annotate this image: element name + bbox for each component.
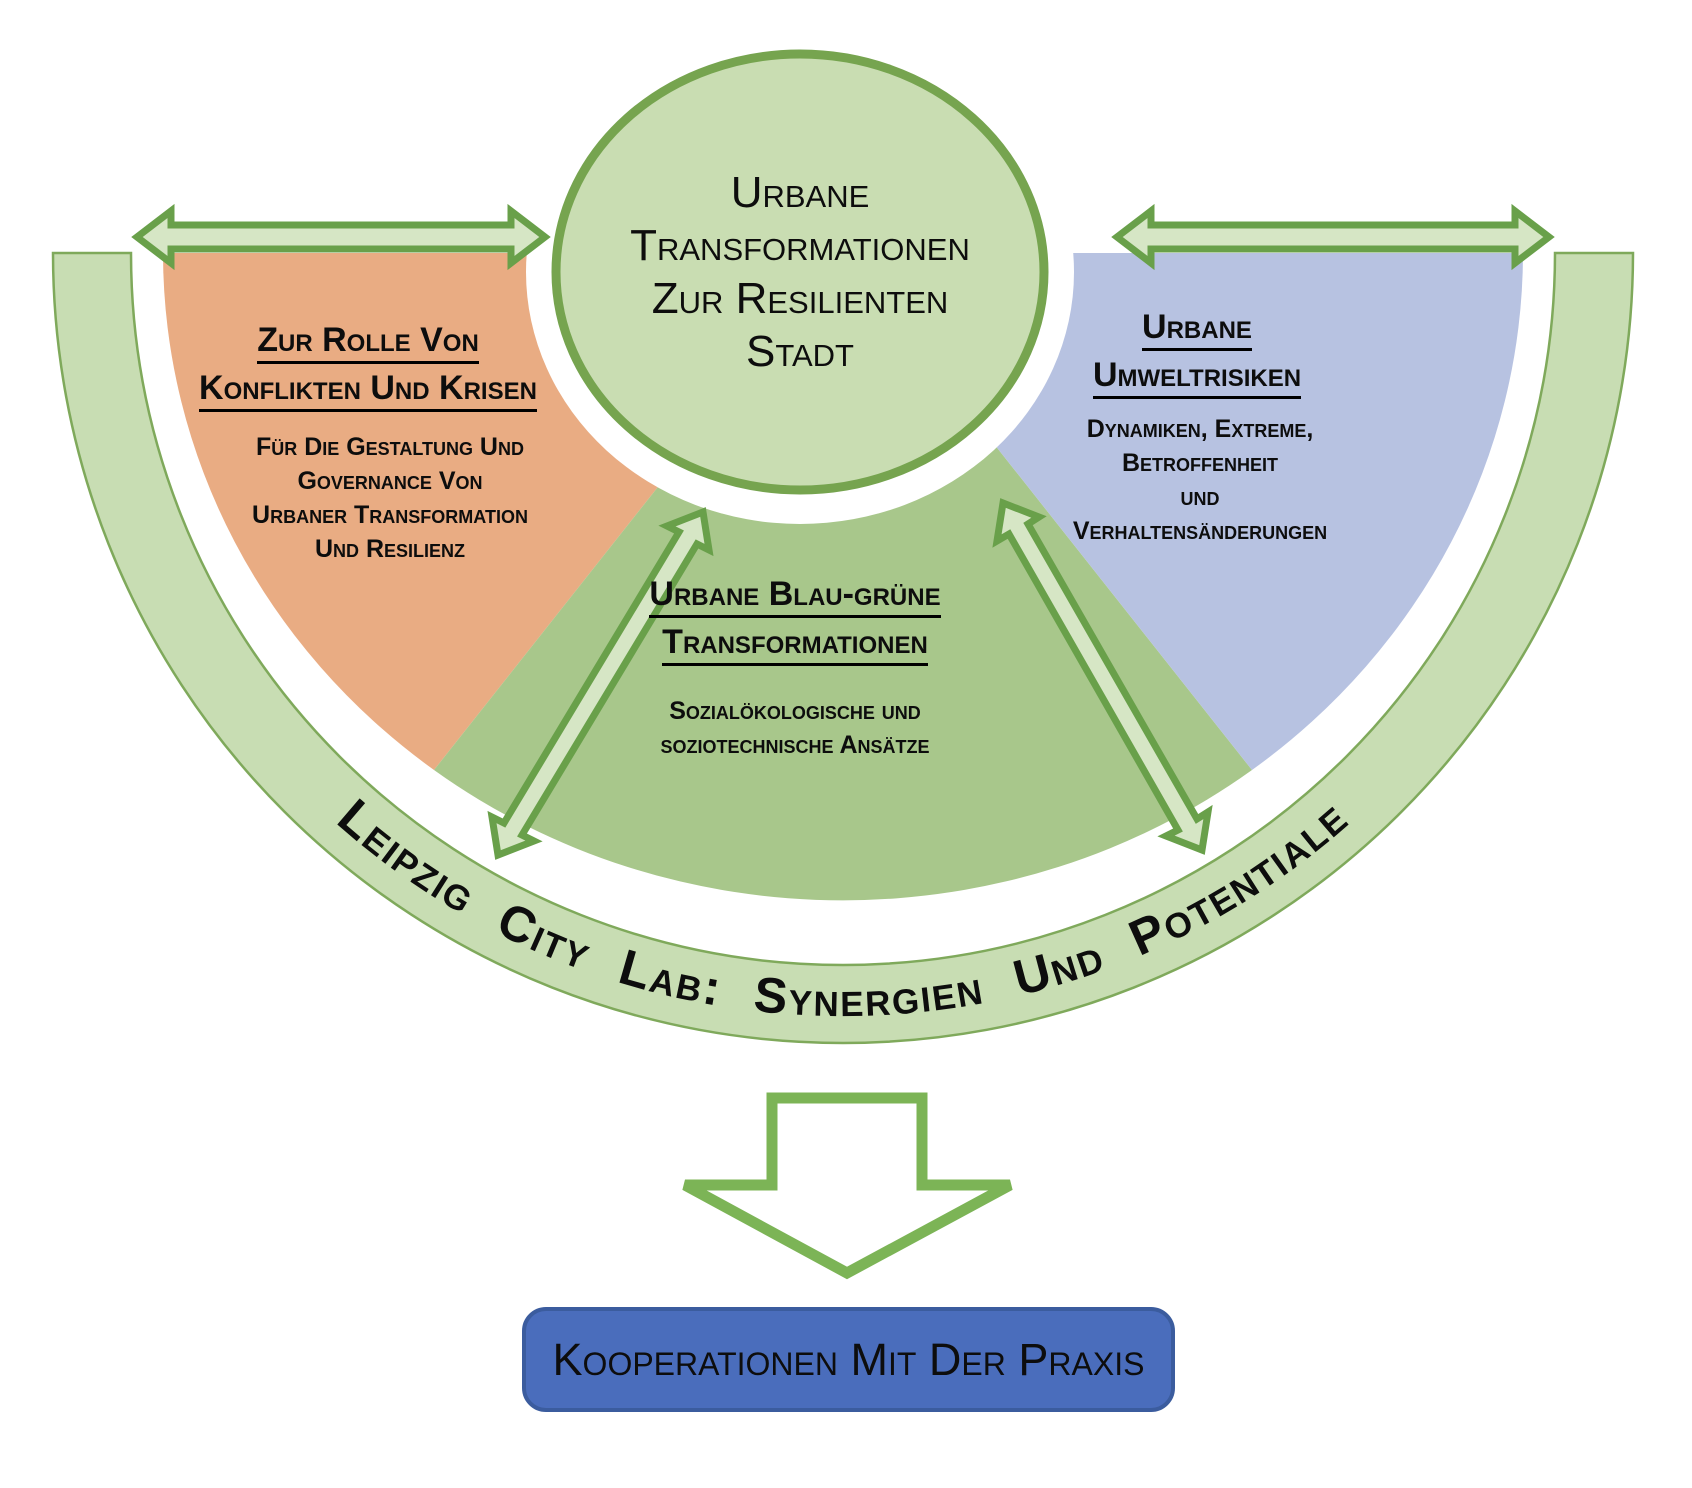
wedge-body-line: Dynamiken, Extreme, [1086,415,1314,443]
wedge-right-heading: Urbane Umweltrisiken [1017,303,1377,399]
wedge-heading-text: Umweltrisiken [1092,356,1302,399]
circle-text-line: Stadt [746,327,854,376]
wedge-left-body: Für Die Gestaltung Und Governance Von Ur… [210,430,570,566]
wedge-heading-line: Konflikten Und Krisen [168,364,568,412]
wedge-left-heading: Zur Rolle Von Konflikten Und Krisen [168,316,568,412]
center-circle-shape [551,49,1049,495]
wedge-heading-text: Transformationen [662,623,928,666]
center-circle-text: Urbane Transformationen Zur Resilienten … [590,166,1010,378]
wedge-heading-line: Urbane Blau-grüne [565,570,1025,618]
wedge-body-line: Verhaltensänderungen [1072,517,1328,545]
circle-text-line: Zur Resilienten [651,274,949,323]
wedge-heading-line: Transformationen [565,618,1025,666]
right-double-arrow-icon [1111,203,1555,271]
wedge-heading-text: Urbane Blau-grüne [649,575,941,618]
circle-text-line: Transformationen [630,221,970,270]
wedge-body-line: und [1180,483,1220,511]
wedge-body-line: Betroffenheit [1121,449,1279,477]
wedge-middle-shape [434,253,1252,901]
wedge-heading-text: Konflikten Und Krisen [199,369,537,412]
wedge-body-line: soziotechnische Ansätze [660,731,930,759]
wedge-body-line: Sozialökologische und [669,697,921,725]
outer-band-arc [51,251,1635,1045]
circle-text-line: Urbane [730,168,870,217]
wedge-heading-line: Umweltrisiken [1017,351,1377,399]
left-diagonal-double-arrow-icon [487,507,714,860]
wedge-body-line: Und Resilienz [314,535,466,563]
left-double-arrow-icon [131,203,551,271]
down-arrow-icon [682,1092,1013,1280]
wedge-right-body: Dynamiken, Extreme, Betroffenheit und Ve… [990,412,1410,548]
right-diagonal-double-arrow-icon [992,498,1213,855]
wedge-body-line: Für Die Gestaltung Und [256,433,524,461]
wedge-middle-body: Sozialökologische und soziotechnische An… [585,694,1005,762]
wedge-heading-text: Urbane [1142,308,1252,351]
wedge-middle-heading: Urbane Blau-grüne Transformationen [565,570,1025,666]
footer-box-shape [522,1307,1175,1412]
footer-box-label: Kooperationen Mit Der Praxis [552,1333,1145,1385]
wedge-heading-line: Zur Rolle Von [168,316,568,364]
wedge-heading-line: Urbane [1017,303,1377,351]
wedge-body-line: Governance Von [297,467,483,495]
wedge-heading-text: Zur Rolle Von [257,321,479,364]
wedge-body-line: Urbaner Transformation [252,501,528,529]
